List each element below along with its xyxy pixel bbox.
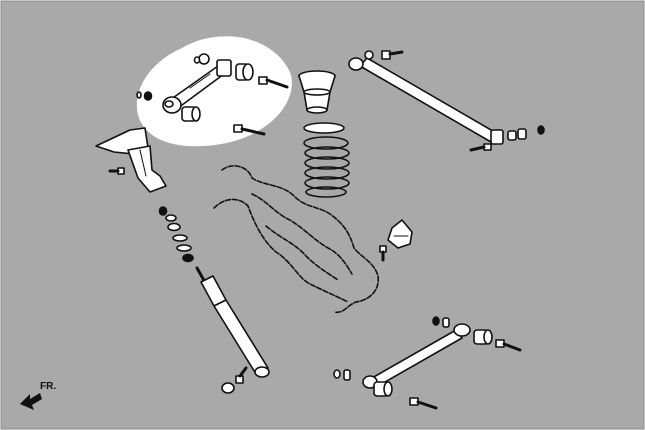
rear-axle-housing xyxy=(213,165,380,314)
coil-spring xyxy=(303,136,350,198)
front-direction-label: FR. xyxy=(40,381,57,392)
highlight-oval xyxy=(136,36,292,147)
lateral-control-rod xyxy=(348,50,545,152)
lateral-rod-bracket xyxy=(379,219,413,262)
upper-arm-bolts xyxy=(233,76,289,136)
front-arrow-icon xyxy=(20,393,42,410)
upper-arm-bushings xyxy=(136,53,254,122)
shock-absorber xyxy=(158,206,270,378)
upper-control-arm xyxy=(162,59,232,114)
spring-upper-insulator xyxy=(303,122,345,134)
stabilizer-bracket xyxy=(95,127,167,193)
lower-control-arm xyxy=(333,316,522,410)
shock-lower-bolt xyxy=(221,366,248,394)
bump-stopper xyxy=(298,70,336,114)
